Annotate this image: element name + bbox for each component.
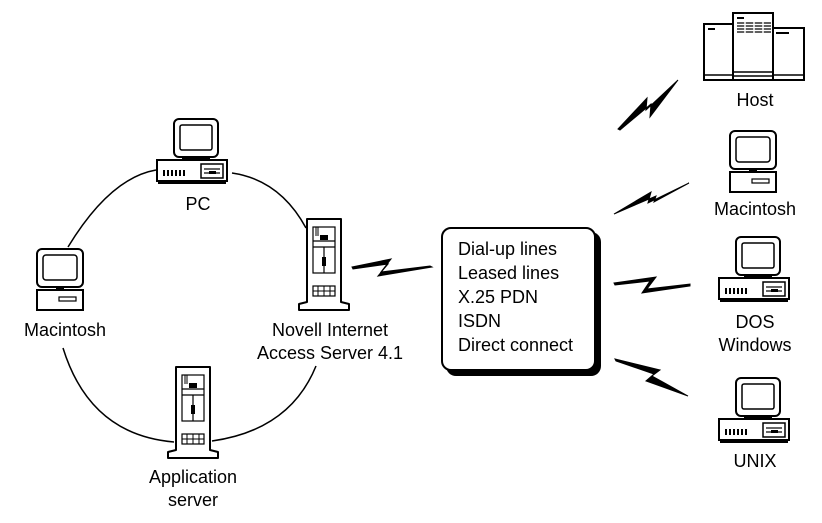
host-label: Host bbox=[736, 90, 774, 110]
appserver-tower-server-icon bbox=[167, 366, 219, 459]
link-pc-to-nias bbox=[231, 172, 307, 229]
link-mac-left-to-appserver bbox=[62, 347, 175, 443]
macintosh-label: Macintosh bbox=[23, 320, 107, 340]
link-appserver-to-nias bbox=[211, 365, 317, 442]
dos-label-line1: DOS bbox=[735, 312, 775, 332]
macintosh-icon bbox=[36, 248, 84, 311]
pc-desktop-icon bbox=[156, 118, 228, 185]
bolt-wan-to-mac-right-icon bbox=[613, 182, 690, 215]
macintosh-remote-label: Macintosh bbox=[713, 199, 797, 219]
bolt-wan-to-dos-icon bbox=[613, 276, 691, 294]
nias-label-line1: Novell Internet bbox=[271, 320, 389, 340]
lan-ring bbox=[62, 169, 317, 443]
bolt-wan-to-unix-icon bbox=[614, 358, 689, 397]
nias-tower-server-icon bbox=[298, 218, 350, 311]
dos-windows-pc-icon bbox=[718, 236, 790, 303]
appserver-label-line1: Application bbox=[148, 467, 238, 487]
macintosh-remote-icon bbox=[729, 130, 777, 193]
wan-type-dialup: Dial-up lines bbox=[458, 239, 558, 259]
pc-label: PC bbox=[185, 194, 211, 214]
appserver-label-line2: server bbox=[167, 490, 218, 510]
unix-label: UNIX bbox=[733, 451, 777, 471]
bolt-nias-to-wan-icon bbox=[351, 258, 434, 277]
mainframe-host-icon bbox=[703, 12, 805, 81]
link-mac-left-to-pc bbox=[67, 169, 157, 248]
wan-connection-types-box: Dial-up lines Leased lines X.25 PDN ISDN… bbox=[441, 227, 596, 371]
wan-type-leased: Leased lines bbox=[458, 263, 560, 283]
wan-type-direct: Direct connect bbox=[458, 335, 574, 355]
dos-label-line2: Windows bbox=[718, 335, 792, 355]
wan-type-isdn: ISDN bbox=[458, 311, 502, 331]
wan-type-x25: X.25 PDN bbox=[458, 287, 539, 307]
nias-label-line2: Access Server 4.1 bbox=[256, 343, 404, 363]
bolt-wan-to-host-icon bbox=[617, 79, 679, 131]
unix-pc-icon bbox=[718, 377, 790, 444]
